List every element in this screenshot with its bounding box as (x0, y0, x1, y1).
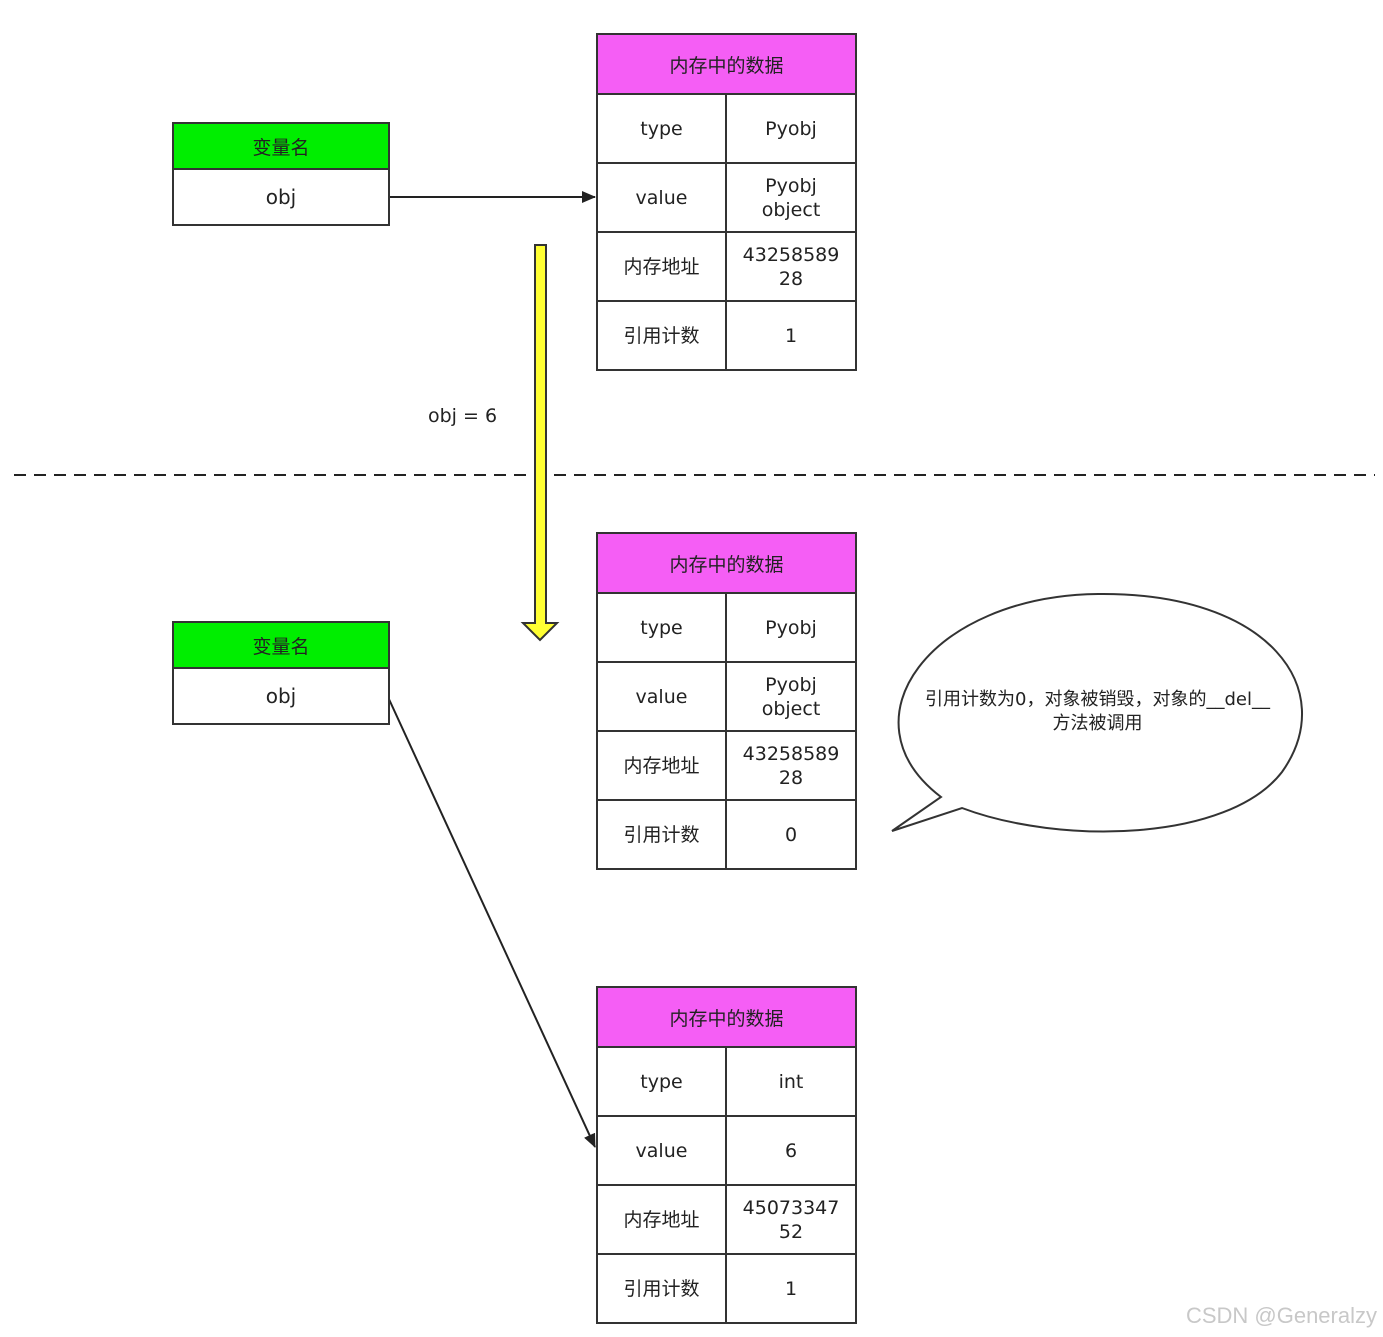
row-key: 引用计数 (598, 801, 727, 868)
table-row: 内存地址 43258589 28 (598, 732, 855, 801)
transition-label: obj = 6 (428, 405, 498, 427)
table-row: 引用计数 0 (598, 801, 855, 868)
row-value: 43258589 28 (742, 742, 840, 789)
row-key: type (598, 1048, 727, 1115)
row-key: 内存地址 (598, 233, 727, 300)
row-key: type (598, 594, 727, 661)
bottom-variable-box: 变量名 obj (172, 621, 390, 725)
table-row: value Pyobj object (598, 663, 855, 732)
transition-arrow (520, 244, 560, 642)
row-value: int (778, 1070, 804, 1093)
table-row: 引用计数 1 (598, 1255, 855, 1322)
table-row: type Pyobj (598, 95, 855, 164)
bottom-variable-header: 变量名 (174, 623, 388, 669)
table-row: value Pyobj object (598, 164, 855, 233)
row-value: 1 (784, 1277, 798, 1300)
row-key: value (598, 663, 727, 730)
row-key: value (598, 164, 727, 231)
table-row: 内存地址 45073347 52 (598, 1186, 855, 1255)
row-value: Pyobj object (761, 673, 821, 720)
new-memory-header: 内存中的数据 (598, 988, 855, 1048)
row-value: 45073347 52 (742, 1196, 840, 1243)
row-key: type (598, 95, 727, 162)
row-key: 内存地址 (598, 732, 727, 799)
row-value: 6 (784, 1139, 798, 1162)
top-memory-header: 内存中的数据 (598, 35, 855, 95)
row-value: 1 (784, 324, 798, 347)
top-variable-box: 变量名 obj (172, 122, 390, 226)
row-key: 内存地址 (598, 1186, 727, 1253)
old-memory-header: 内存中的数据 (598, 534, 855, 594)
new-memory-table: 内存中的数据 type int value 6 内存地址 45073347 52… (596, 986, 857, 1324)
table-row: 引用计数 1 (598, 302, 855, 369)
row-value: Pyobj (765, 616, 817, 639)
table-row: type int (598, 1048, 855, 1117)
speech-bubble (891, 592, 1303, 833)
row-key: 引用计数 (598, 1255, 727, 1322)
watermark: CSDN @Generalzy (1185, 1303, 1377, 1328)
table-row: type Pyobj (598, 594, 855, 663)
row-value: Pyobj (765, 117, 817, 140)
speech-bubble-text: 引用计数为0，对象被销毁，对象的__del__ 方法被调用 (925, 689, 1270, 734)
row-value: Pyobj object (761, 174, 821, 221)
row-key: value (598, 1117, 727, 1184)
table-row: value 6 (598, 1117, 855, 1186)
top-variable-header: 变量名 (174, 124, 388, 170)
bottom-reference-arrow (387, 696, 596, 1148)
table-row: 内存地址 43258589 28 (598, 233, 855, 302)
row-value: 0 (784, 823, 798, 846)
old-memory-table: 内存中的数据 type Pyobj value Pyobj object 内存地… (596, 532, 857, 870)
top-variable-name: obj (265, 185, 297, 209)
bottom-variable-name: obj (265, 684, 297, 708)
row-value: 43258589 28 (742, 243, 840, 290)
top-memory-table: 内存中的数据 type Pyobj value Pyobj object 内存地… (596, 33, 857, 371)
row-key: 引用计数 (598, 302, 727, 369)
